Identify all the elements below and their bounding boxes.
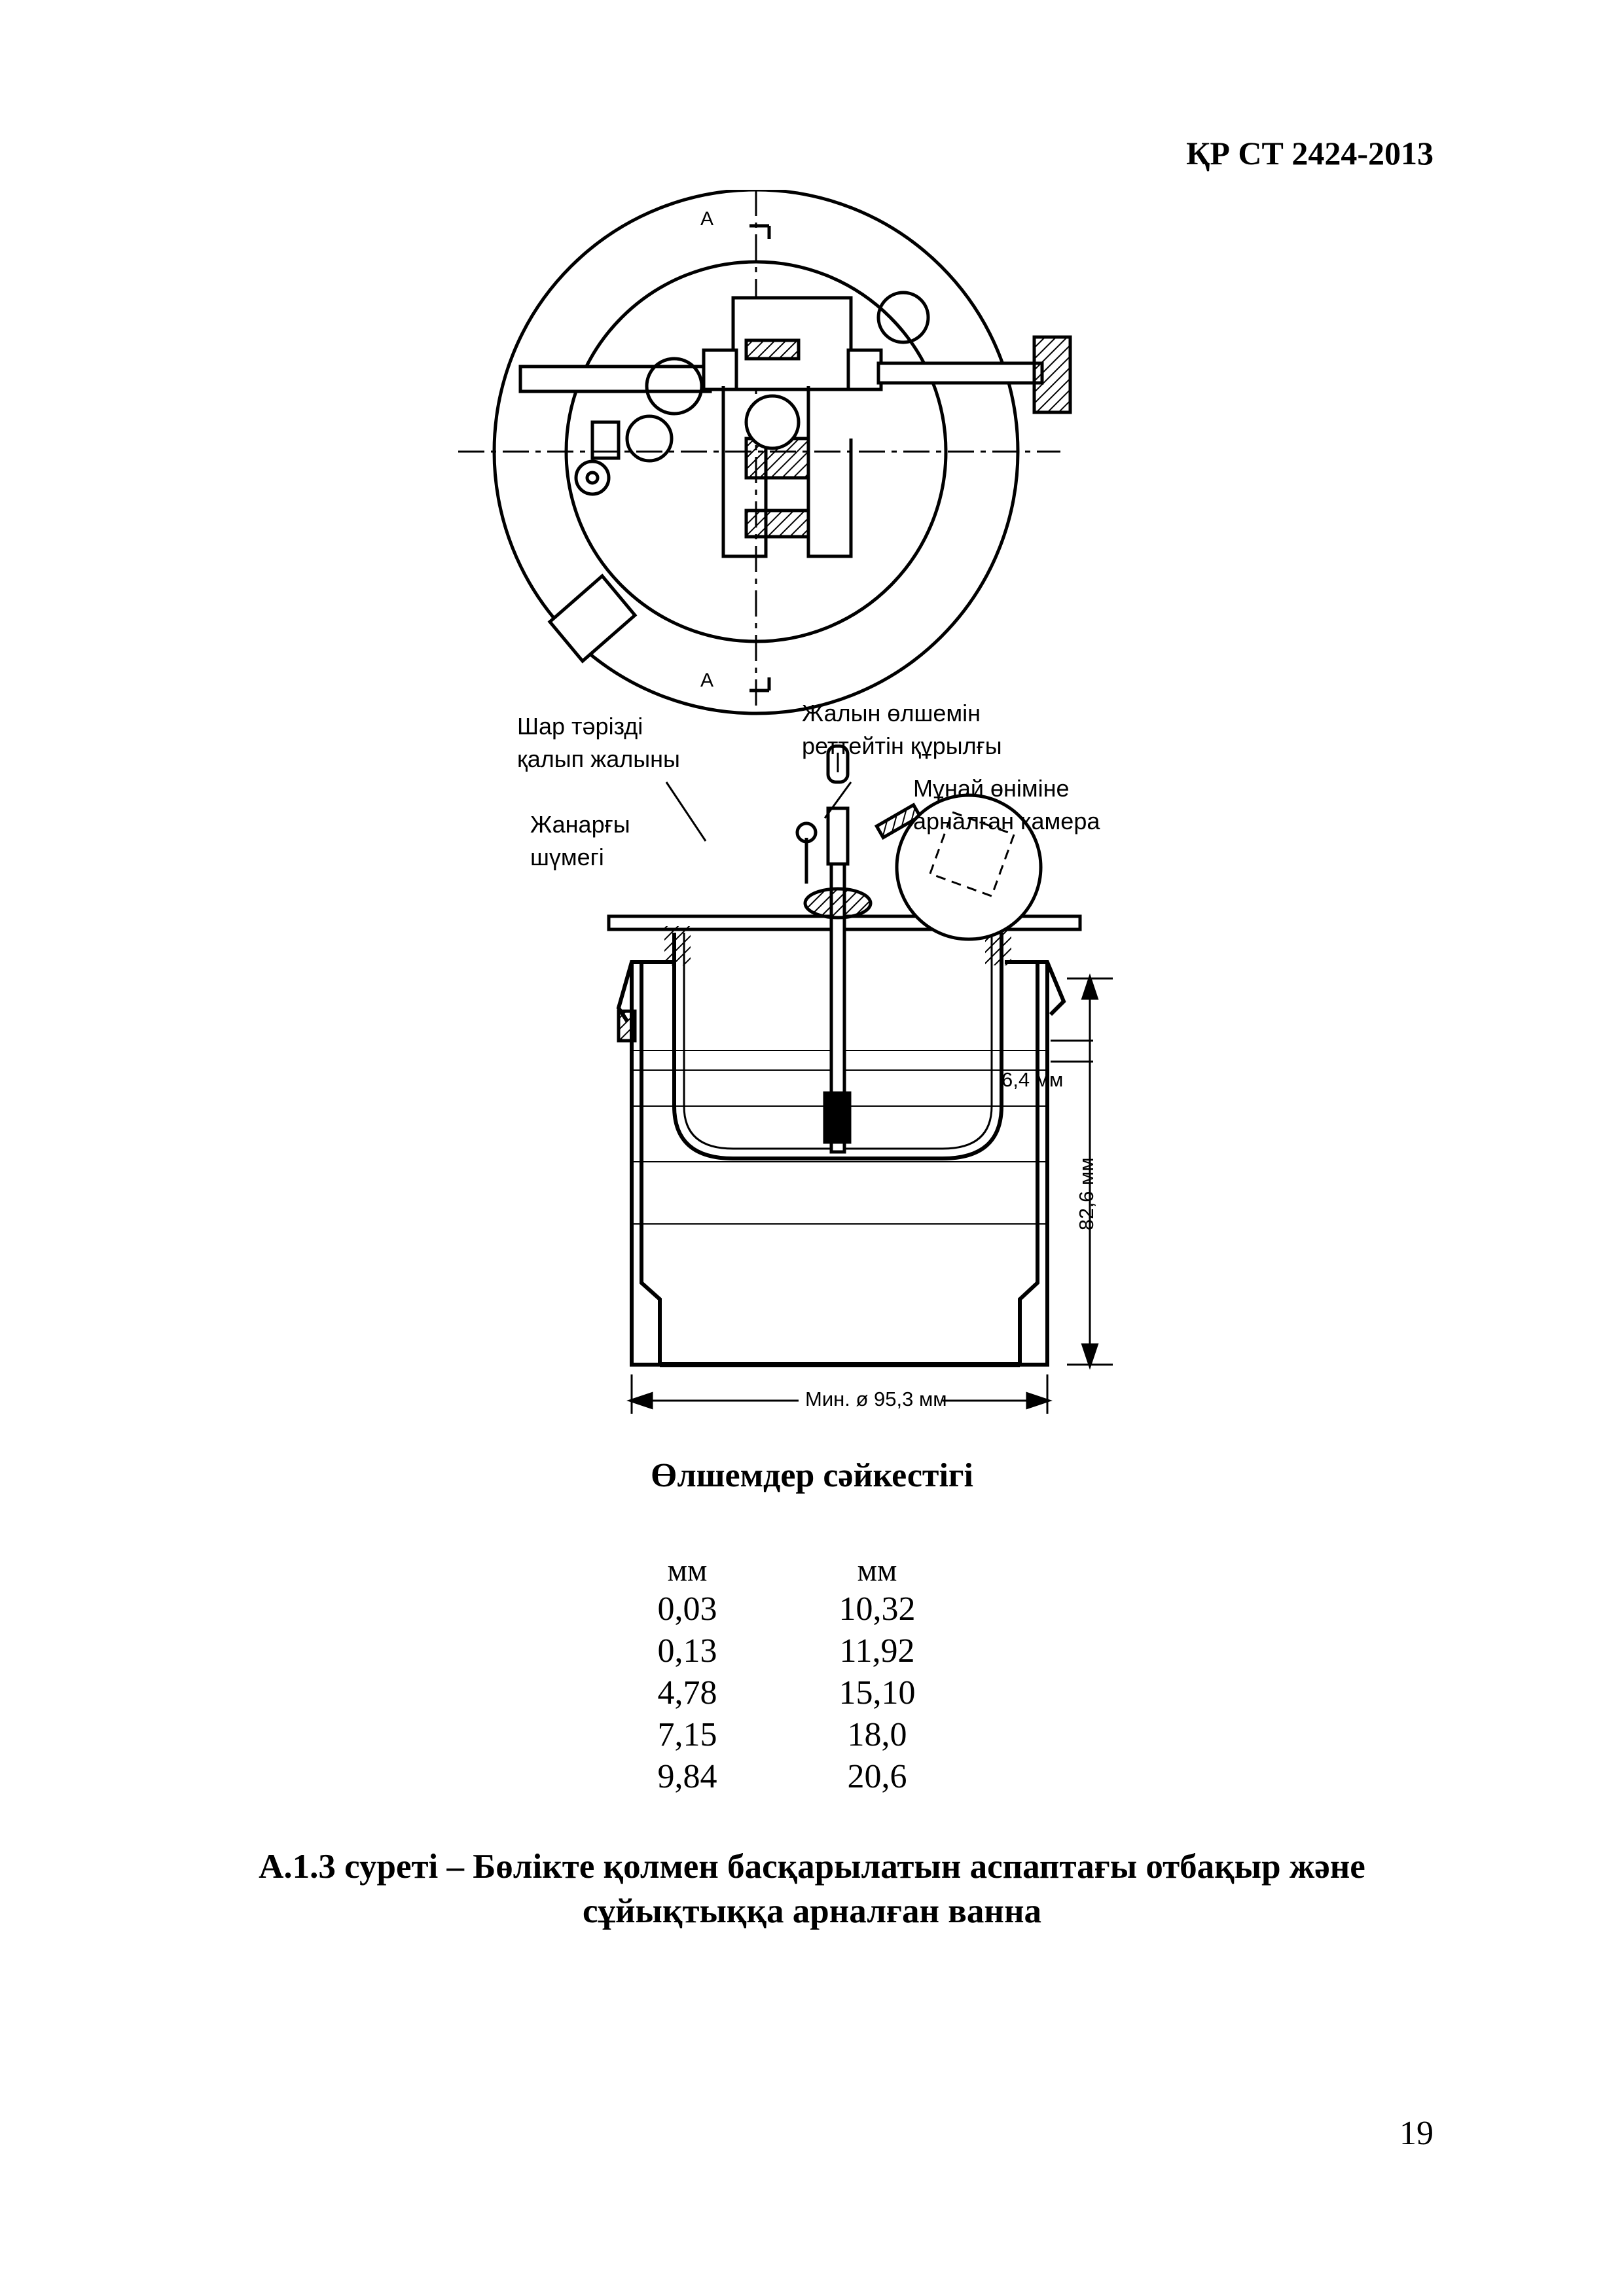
table-cell: 15,10 — [839, 1674, 916, 1712]
page-number: 19 — [1399, 2115, 1434, 2152]
label-flame-size-device-line2: реттейтін құрылғы — [802, 732, 1002, 759]
table-header-cell: мм — [667, 1553, 708, 1588]
label-burner-nozzle: Жанарғы шүмегі — [530, 808, 630, 874]
table-cell: 7,15 — [657, 1716, 717, 1753]
label-oil-chamber-line2: арналған камера — [913, 808, 1100, 834]
dimensions-table: мм мм 0,03 10,32 0,13 11,92 4,78 15,10 7… — [592, 1554, 972, 1798]
label-ball-flame-line1: Шар тәрізді — [517, 713, 643, 740]
caption-line-2: сұйықтыққа арналған ванна — [583, 1892, 1041, 1930]
table-header-row: мм мм — [592, 1554, 972, 1588]
label-flame-size-device-line1: Жалын өлшемін — [802, 700, 981, 726]
table-title: Өлшемдер сәйкестігі — [651, 1457, 973, 1494]
label-burner-nozzle-line2: шүмегі — [530, 844, 604, 870]
side-view — [607, 744, 1113, 1414]
table-cell: 10,32 — [839, 1590, 916, 1628]
figure-caption: А.1.3 суреті – Бөлікте қолмен басқарылат… — [131, 1844, 1493, 1933]
table-row: 4,78 15,10 — [592, 1672, 972, 1714]
caption-line-1: А.1.3 суреті – Бөлікте қолмен басқарылат… — [259, 1848, 1365, 1886]
top-view — [458, 190, 1072, 715]
label-burner-nozzle-line1: Жанарғы — [530, 811, 630, 838]
label-ball-flame: Шар тәрізді қалып жалыны — [517, 710, 680, 776]
label-oil-chamber-line1: Мұнай өніміне — [913, 775, 1070, 802]
apparatus-drawing — [458, 190, 1113, 1414]
table-row: 0,13 11,92 — [592, 1630, 972, 1672]
dimension-height: 82,6 мм — [1075, 1157, 1098, 1230]
section-mark-bottom: А — [700, 670, 714, 691]
table-cell: 11,92 — [839, 1632, 915, 1670]
section-mark-top: А — [700, 208, 714, 230]
standard-code: ҚР СТ 2424-2013 — [1186, 135, 1434, 171]
label-oil-chamber: Мұнай өніміне арналған камера — [913, 772, 1100, 838]
table-row: 7,15 18,0 — [592, 1714, 972, 1756]
table-row: 9,84 20,6 — [592, 1756, 972, 1798]
table-row: 0,03 10,32 — [592, 1588, 972, 1630]
apparatus-figure: А А Шар тәрізді қалып жалыны Жалын өлшем… — [458, 190, 1165, 1420]
table-cell: 18,0 — [847, 1716, 907, 1753]
label-flame-size-device: Жалын өлшемін реттейтін құрылғы — [802, 697, 1002, 762]
table-header-cell: мм — [857, 1553, 897, 1588]
table-cell: 9,84 — [657, 1758, 717, 1795]
dimension-min-diameter: Мин. ø 95,3 мм — [805, 1388, 947, 1410]
label-ball-flame-line2: қалып жалыны — [517, 745, 680, 772]
dimension-gap: 6,4 мм — [1001, 1068, 1064, 1091]
table-cell: 0,03 — [657, 1590, 717, 1628]
table-cell: 20,6 — [847, 1758, 907, 1795]
table-cell: 0,13 — [657, 1632, 717, 1670]
table-cell: 4,78 — [657, 1674, 717, 1712]
